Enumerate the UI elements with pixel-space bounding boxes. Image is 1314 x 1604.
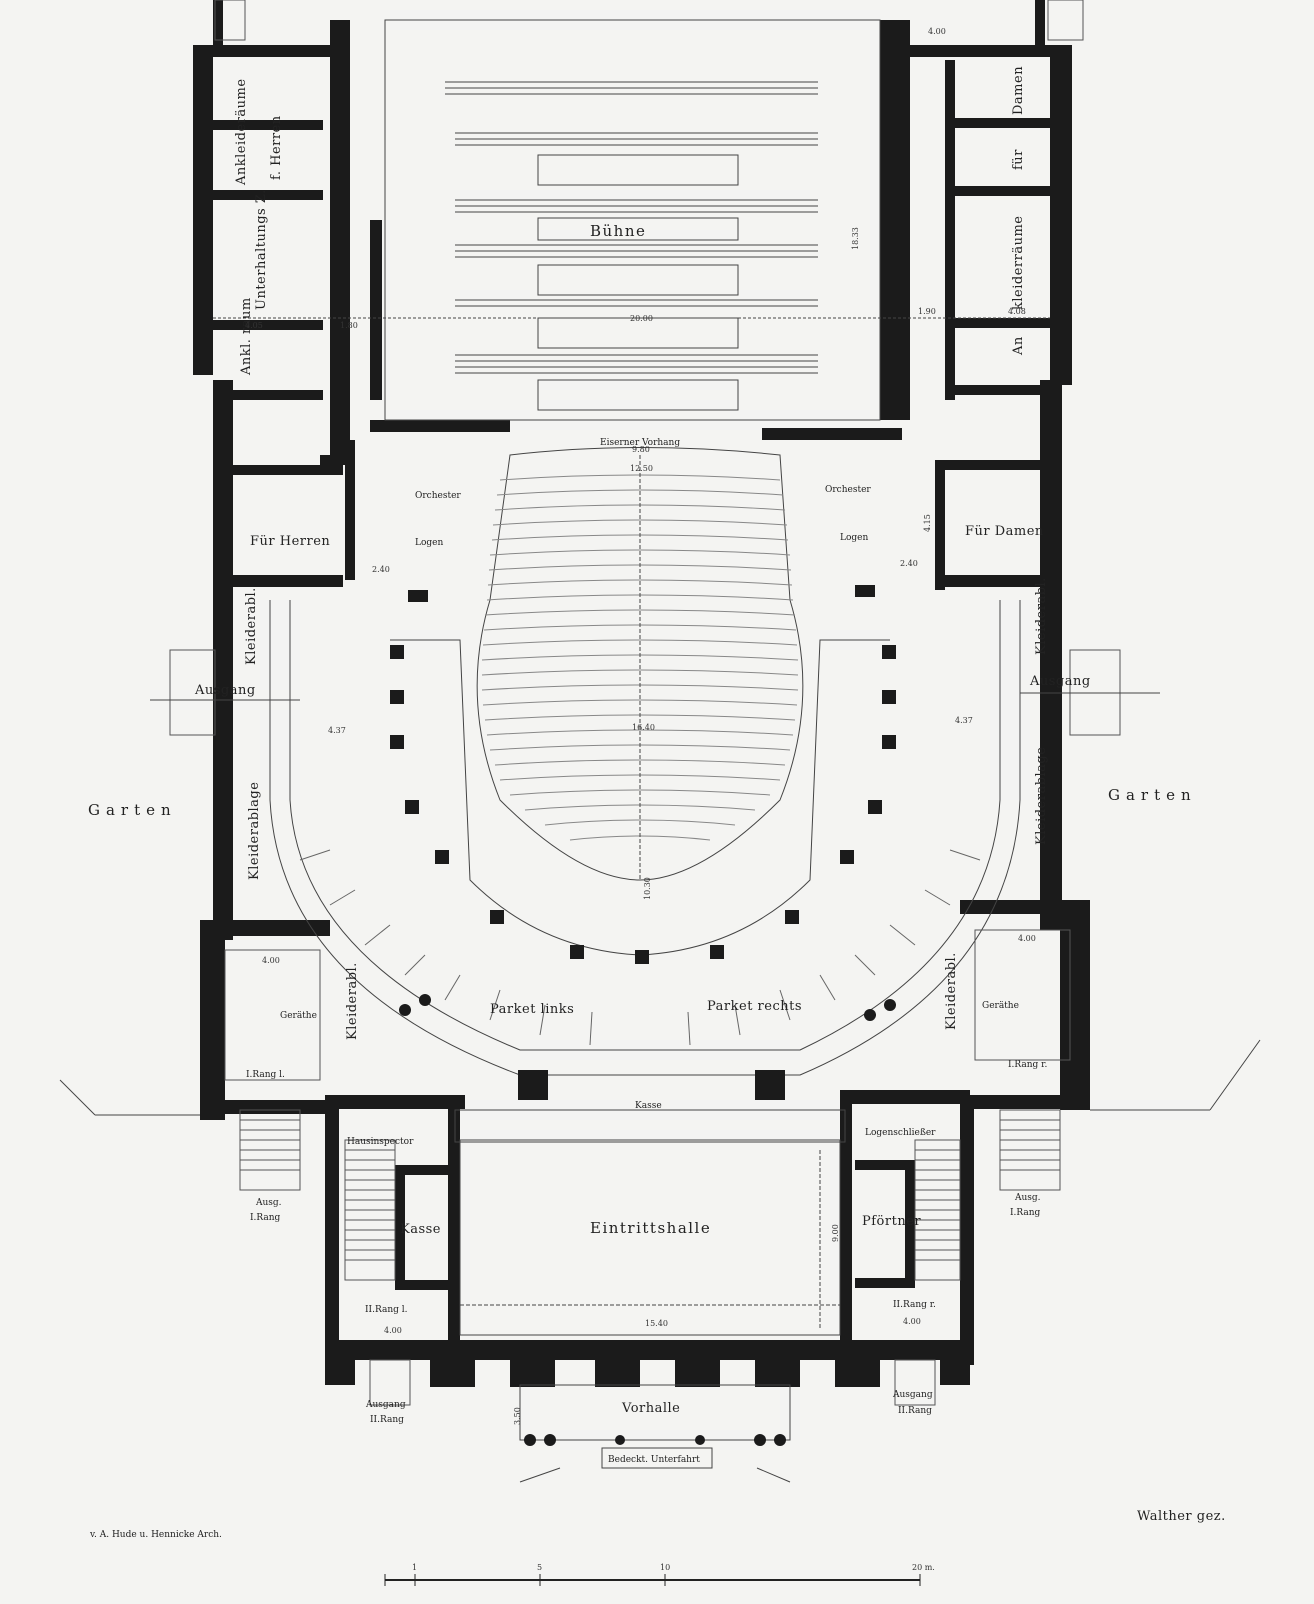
dim-350: 3.50 [513,1407,522,1425]
label-geraethe-r: Geräthe [982,1001,1019,1011]
label-garten-l: Garten [88,801,177,819]
label-rang2-r: II.Rang r. [893,1300,936,1310]
dim-400-l: 4.00 [262,956,280,965]
label-pfoertner: Pförtner [862,1214,921,1229]
label-kasse-top: Kasse [635,1101,662,1111]
dim-240-r: 2.40 [900,559,918,568]
label-buehne: Bühne [590,222,646,240]
credit-architect: v. A. Hude u. Hennicke Arch. [89,1530,222,1540]
scale-tick-10: 10 [660,1563,670,1572]
credit-drawn-by: Walther gez. [1137,1509,1226,1524]
dim-1540: 15.40 [645,1319,668,1328]
credits: v. A. Hude u. Hennicke Arch. Walther gez… [89,1509,1226,1540]
label-eintrittshalle: Eintrittshalle [590,1219,711,1237]
label-ausgang-l: Ausgang [194,683,256,698]
label-ausg-rang-l-2: I.Rang [250,1213,281,1223]
label-ankleide-damen: Damen [1011,66,1026,115]
label-logenschliesser: Logenschließer [865,1128,936,1138]
label-orchester-l: Orchester [415,491,461,501]
dim-400-bl: 4.00 [384,1326,402,1335]
dim-1030: 10.30 [643,877,652,900]
label-ausgang-2rang-r-2: II.Rang [898,1406,932,1416]
dim-1250: 12.50 [630,464,653,473]
label-unterfahrt: Bedeckt. Unterfahrt [608,1455,700,1465]
walls [193,0,1090,1387]
dimension-labels: 4.00 18.33 4.05 1.80 20.00 1.90 4.08 9.8… [245,27,1036,1425]
label-kleiderabl-l1: Kleiderabl. [244,587,259,665]
label-ankleide-herren: Ankleideräume [234,78,249,186]
label-kleiderabl-r2: Kleiderabl. [944,952,959,1030]
label-ausgang-2rang-l-2: II.Rang [370,1415,404,1425]
label-rang-r: I.Rang r. [1008,1060,1047,1070]
dim-240-l: 2.40 [372,565,390,574]
columns [390,585,896,1446]
label-f-herren: f. Herren [269,115,284,180]
dim-400-r: 4.00 [1018,934,1036,943]
label-an: An [1011,336,1026,356]
dim-400-br: 4.00 [903,1317,921,1326]
dim-437-r: 4.37 [955,716,973,725]
label-kleiderablage-r: Kleiderablage [1034,747,1049,845]
label-unterhaltung: Unterhaltungs Z. [254,189,269,310]
label-ausgang-2rang-r-1: Ausgang [892,1390,933,1400]
label-kleiderabl-r1: Kleiderabl. [1034,577,1049,655]
label-ausgang-r: Ausgang [1029,674,1091,689]
label-logen-r: Logen [840,533,868,543]
label-kleiderablage-l: Kleiderablage [247,782,262,880]
label-ankl: Ankl. raum [239,297,254,376]
dim-1640: 16.40 [632,723,655,732]
label-kleiderraeume: kleiderräume [1011,216,1026,310]
label-ausg-rang-r-2: I.Rang [1010,1208,1041,1218]
scale-tick-1: 1 [412,1563,417,1572]
label-geraethe-l: Geräthe [280,1011,317,1021]
label-kasse: Kasse [400,1222,441,1237]
label-orchester-r: Orchester [825,485,871,495]
label-rang-l: I.Rang l. [246,1070,285,1080]
dim-180: 1.80 [340,321,358,330]
label-hausinspector: Hausinspector [347,1137,414,1147]
thin-lines [59,0,1261,1586]
label-fuer-damen: Für Damen [965,524,1044,539]
dim-405: 4.05 [245,321,263,330]
label-kleiderabl-l2: Kleiderabl. [345,962,360,1040]
label-fuer: für [1011,149,1026,170]
dim-437-l: 4.37 [328,726,346,735]
dim-400-tr: 4.00 [928,27,946,36]
dim-408: 4.08 [1008,307,1026,316]
dim-415: 4.15 [923,514,932,532]
label-logen-l: Logen [415,538,443,548]
label-ausg-rang-r-1: Ausg. [1014,1193,1041,1203]
scale-tick-20: 20 m. [912,1563,935,1572]
room-labels: Bühne Ankleideräume f. Herren Unterhaltu… [88,66,1197,1465]
label-rang2-l: II.Rang l. [365,1305,408,1315]
scale-tick-5: 5 [537,1563,542,1572]
label-parket-links: Parket links [490,1002,574,1017]
dim-1833: 18.33 [851,227,860,250]
label-vorhalle: Vorhalle [621,1401,680,1416]
label-vorhang: Eiserner Vorhang [600,438,680,448]
label-garten-r: Garten [1108,786,1197,804]
dim-2000: 20.00 [630,314,653,323]
scale-bar: 1 5 10 20 m. [412,1563,935,1572]
label-ausg-rang-l-1: Ausg. [255,1198,282,1208]
dim-900: 9.00 [831,1224,840,1242]
dim-980: 9.80 [632,445,650,454]
dim-190: 1.90 [918,307,936,316]
label-ausgang-2rang-l-1: Ausgang [365,1400,406,1410]
label-fuer-herren: Für Herren [250,534,330,549]
label-parket-rechts: Parket rechts [707,999,802,1014]
